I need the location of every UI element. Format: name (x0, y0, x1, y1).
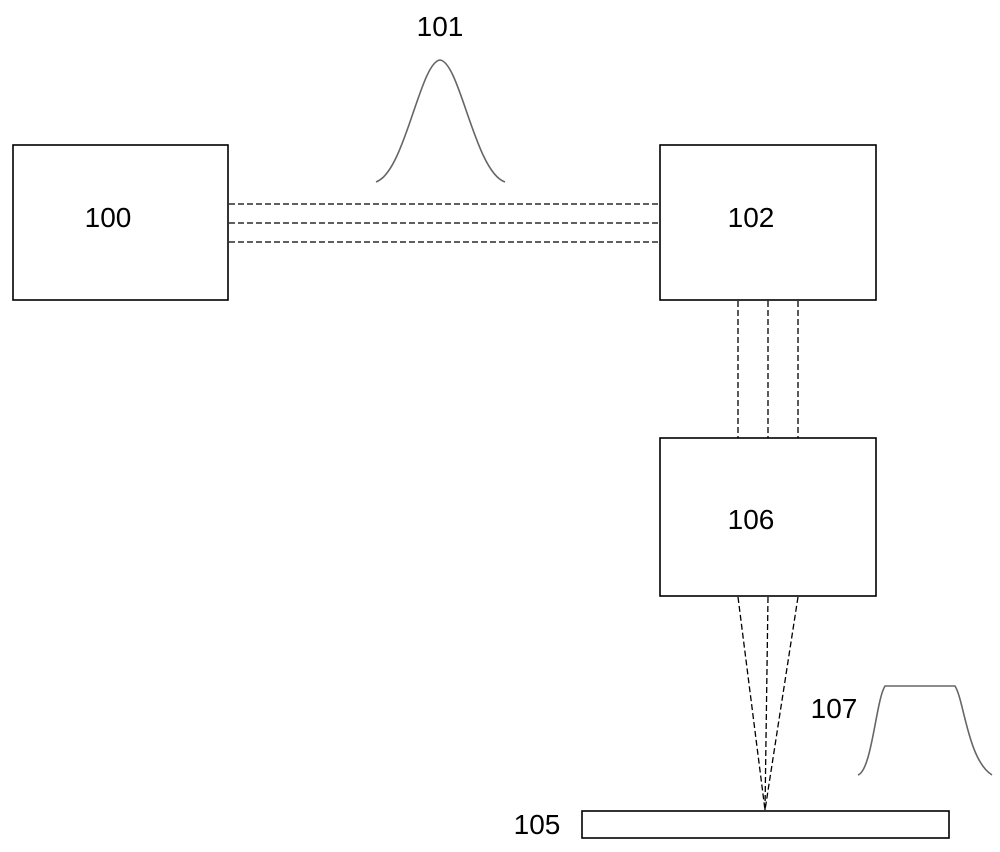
label-100: 100 (85, 202, 132, 233)
label-101: 101 (417, 11, 464, 42)
gaussian-profile-101 (376, 60, 505, 182)
workpiece-105 (582, 811, 949, 838)
label-106: 106 (728, 504, 775, 535)
label-107: 107 (811, 693, 858, 724)
label-105: 105 (514, 809, 561, 840)
focused-beam (738, 597, 798, 810)
beam-100-to-102 (229, 204, 660, 242)
beam-102-to-106 (738, 301, 798, 438)
label-102: 102 (728, 202, 775, 233)
flat-top-profile-107 (858, 686, 992, 775)
